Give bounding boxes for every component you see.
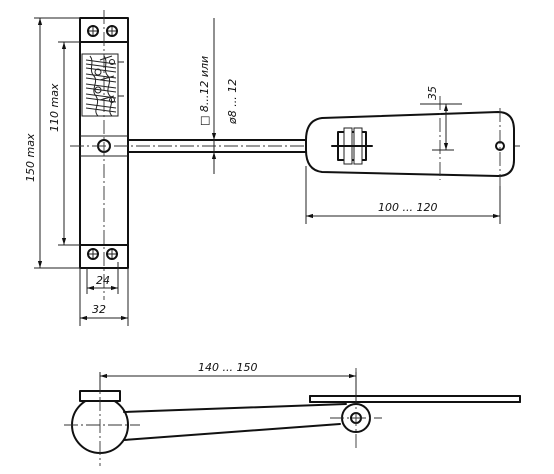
dimension-inner-width: 24 — [86, 262, 119, 294]
spring-coils-icon — [81, 53, 124, 117]
mounting-plate — [79, 10, 129, 300]
side-view: 140 ... 150 — [64, 361, 521, 466]
dimension-overall-height: 150 max — [24, 17, 80, 269]
clamp-icon — [331, 127, 373, 165]
plan-view: □ 8...12 или ø8 ... 12 35 100 ... 120 15… — [24, 10, 520, 326]
dimension-arm-length: 100 ... 120 — [305, 166, 501, 224]
rod-diameter-label: ø8 ... 12 — [226, 79, 239, 125]
dimension-rod: □ 8...12 или ø8 ... 12 — [198, 18, 239, 174]
screw-icon — [87, 25, 99, 37]
screw-icon — [106, 248, 118, 260]
screw-icon — [87, 248, 99, 260]
dimension-outer-width: 32 — [79, 268, 129, 326]
dimension-inner-height: 110 max — [48, 41, 80, 246]
span-label: 140 ... 150 — [198, 361, 257, 374]
arm-length-label: 100 ... 120 — [378, 201, 437, 214]
rod-section-label: □ 8...12 или — [198, 56, 211, 126]
outer-width-label: 32 — [92, 303, 106, 316]
overall-height-label: 150 max — [24, 133, 37, 182]
inner-height-label: 110 max — [48, 83, 61, 132]
dimension-arm-height: 35 — [420, 86, 462, 151]
arm-height-label: 35 — [426, 86, 439, 100]
dimension-span: 140 ... 150 — [99, 361, 357, 404]
arm-shoe — [305, 96, 515, 186]
inner-width-label: 24 — [96, 274, 110, 287]
screw-icon — [106, 25, 118, 37]
